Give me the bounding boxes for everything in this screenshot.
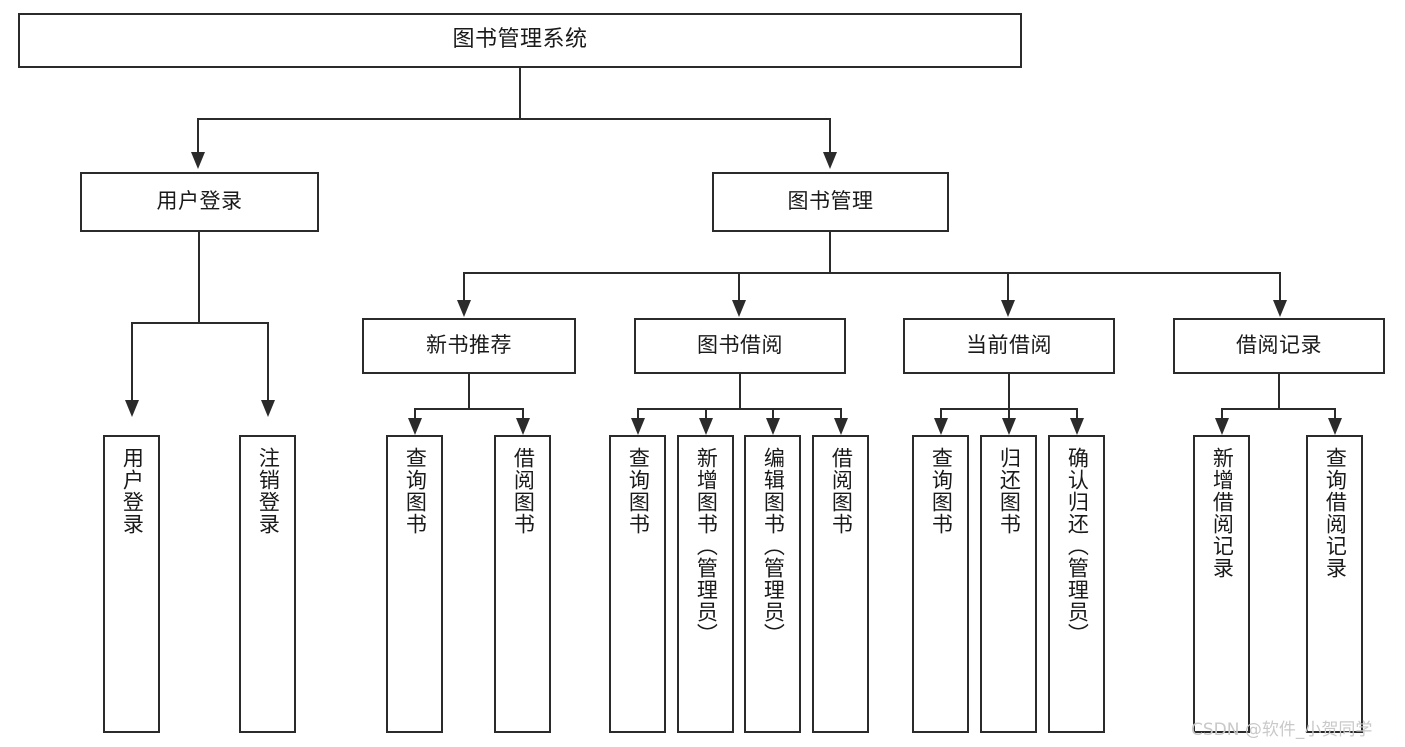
node-book-management[interactable]: 图书管理	[712, 172, 949, 232]
connector-root-to-bookmgmt	[829, 118, 831, 154]
connector-bookmgmt-to-t3-3	[1007, 272, 1009, 302]
arrow-bookborrow-to-leaf-1	[631, 418, 645, 435]
node-label: 图书借阅	[697, 333, 783, 358]
connector-userlogin-stem	[198, 232, 200, 322]
node-new-book-recommend[interactable]: 新书推荐	[362, 318, 576, 374]
arrow-borrowrecord-to-leaf-2	[1328, 418, 1342, 435]
node-label: 新增图书（管理员）	[694, 447, 719, 645]
arrow-userlogin-to-leaf-2	[261, 400, 275, 417]
arrow-bookborrow-to-leaf-3	[766, 418, 780, 435]
leaf-bookborrow-edit-book-admin[interactable]: 编辑图书（管理员）	[744, 435, 801, 733]
connector-currentborrow-stem	[1008, 374, 1010, 408]
connector-bookborrow-to-leaf-4	[840, 408, 842, 420]
leaf-user-login[interactable]: 用户登录	[103, 435, 160, 733]
leaf-logout-login[interactable]: 注销登录	[239, 435, 296, 733]
connector-currentborrow-to-leaf-3	[1076, 408, 1078, 420]
leaf-newbook-borrow-books[interactable]: 借阅图书	[494, 435, 551, 733]
arrow-currentborrow-to-leaf-1	[934, 418, 948, 435]
node-label: 编辑图书（管理员）	[761, 447, 786, 645]
arrow-bookborrow-to-leaf-2	[699, 418, 713, 435]
leaf-currentborrow-confirm-return-admin[interactable]: 确认归还（管理员）	[1048, 435, 1105, 733]
node-label: 查询借阅记录	[1323, 447, 1348, 579]
arrow-borrowrecord-to-leaf-1	[1215, 418, 1229, 435]
arrow-bookmgmt-to-t3-2	[732, 300, 746, 317]
leaf-currentborrow-return-books[interactable]: 归还图书	[980, 435, 1037, 733]
arrow-bookmgmt-to-t3-3	[1001, 300, 1015, 317]
connector-borrowrecord-to-leaf-1	[1221, 408, 1223, 420]
connector-bookborrow-to-leaf-1	[637, 408, 639, 420]
arrow-currentborrow-to-leaf-3	[1070, 418, 1084, 435]
connector-newbook-to-leaf-2	[522, 408, 524, 420]
connector-bookborrow-stem	[739, 374, 741, 408]
connector-userlogin-bar	[132, 322, 268, 324]
arrow-newbook-to-leaf-2	[516, 418, 530, 435]
arrow-newbook-to-leaf-1	[408, 418, 422, 435]
connector-userlogin-to-leaf-1	[131, 322, 133, 402]
node-label: 归还图书	[997, 447, 1022, 535]
node-label: 当前借阅	[966, 333, 1052, 358]
connector-bookborrow-to-leaf-3	[772, 408, 774, 420]
arrow-bookmgmt-to-t3-1	[457, 300, 471, 317]
connector-userlogin-to-leaf-2	[267, 322, 269, 402]
connector-bookmgmt-to-t3-1	[463, 272, 465, 302]
node-borrow-record[interactable]: 借阅记录	[1173, 318, 1385, 374]
node-label: 用户登录	[120, 447, 145, 535]
connector-newbook-bar	[415, 408, 523, 410]
node-label: 借阅记录	[1236, 333, 1322, 358]
connector-newbook-stem	[468, 374, 470, 408]
connector-bookmgmt-to-t3-2	[738, 272, 740, 302]
node-label: 新书推荐	[426, 333, 512, 358]
connector-borrowrecord-bar	[1222, 408, 1335, 410]
connector-newbook-to-leaf-1	[414, 408, 416, 420]
leaf-bookborrow-borrow-books[interactable]: 借阅图书	[812, 435, 869, 733]
connector-root-to-userlogin	[197, 118, 199, 154]
node-label: 借阅图书	[829, 447, 854, 535]
arrow-bookmgmt-to-t3-4	[1273, 300, 1287, 317]
node-root-system[interactable]: 图书管理系统	[18, 13, 1022, 68]
leaf-borrowrecord-add-record[interactable]: 新增借阅记录	[1193, 435, 1250, 733]
connector-root-stem	[519, 68, 521, 118]
leaf-currentborrow-query-books[interactable]: 查询图书	[912, 435, 969, 733]
leaf-borrowrecord-query-record[interactable]: 查询借阅记录	[1306, 435, 1363, 733]
leaf-bookborrow-add-book-admin[interactable]: 新增图书（管理员）	[677, 435, 734, 733]
arrow-userlogin-to-leaf-1	[125, 400, 139, 417]
connector-bookmgmt-bar	[464, 272, 1281, 274]
node-label: 借阅图书	[511, 447, 536, 535]
node-label: 确认归还（管理员）	[1065, 447, 1090, 645]
node-label: 查询图书	[929, 447, 954, 535]
connector-bookborrow-bar	[638, 408, 841, 410]
node-label: 用户登录	[156, 189, 243, 214]
leaf-newbook-query-books[interactable]: 查询图书	[386, 435, 443, 733]
arrow-bookborrow-to-leaf-4	[834, 418, 848, 435]
connector-borrowrecord-to-leaf-2	[1334, 408, 1336, 420]
connector-bookborrow-to-leaf-2	[705, 408, 707, 420]
connector-currentborrow-to-leaf-1	[940, 408, 942, 420]
leaf-bookborrow-query-books[interactable]: 查询图书	[609, 435, 666, 733]
node-label: 新增借阅记录	[1210, 447, 1235, 579]
node-label: 查询图书	[403, 447, 428, 535]
connector-root-bar	[198, 118, 831, 120]
arrow-root-to-userlogin	[191, 152, 205, 169]
node-current-borrow[interactable]: 当前借阅	[903, 318, 1115, 374]
csdn-watermark: CSDN @软件_小贺同学	[1191, 720, 1373, 740]
node-label: 图书管理系统	[452, 27, 588, 53]
connector-bookmgmt-to-t3-4	[1279, 272, 1281, 302]
arrow-currentborrow-to-leaf-2	[1002, 418, 1016, 435]
node-label: 图书管理	[787, 189, 874, 214]
connector-borrowrecord-stem	[1278, 374, 1280, 408]
arrow-root-to-bookmgmt	[823, 152, 837, 169]
connector-currentborrow-to-leaf-2	[1008, 408, 1010, 420]
node-label: 查询图书	[626, 447, 651, 535]
node-book-borrow[interactable]: 图书借阅	[634, 318, 846, 374]
connector-bookmgmt-stem	[829, 232, 831, 272]
node-user-login[interactable]: 用户登录	[80, 172, 319, 232]
node-label: 注销登录	[256, 447, 281, 535]
